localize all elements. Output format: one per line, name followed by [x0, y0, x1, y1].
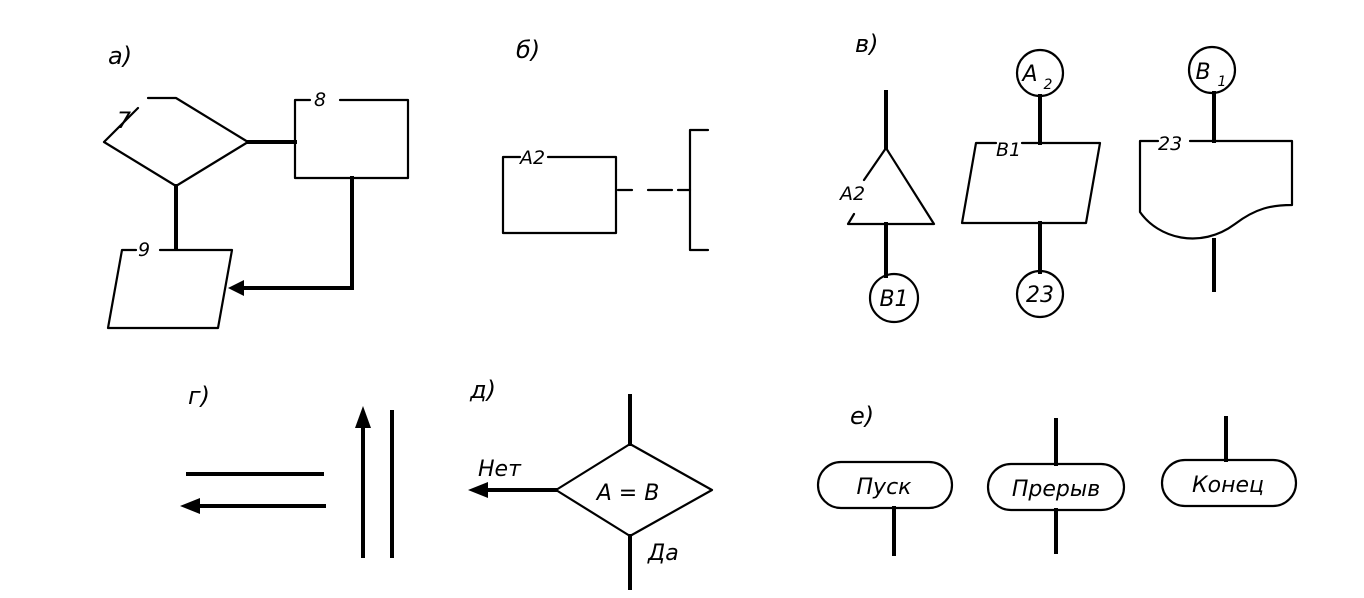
panel-g: г): [180, 382, 394, 558]
panel-b-letter: б): [516, 36, 540, 64]
connector-subscript: 2: [1044, 77, 1053, 93]
connector-label: 23: [1026, 283, 1054, 308]
process-box: [293, 98, 410, 180]
panel-d: д) А = В Нет Да: [468, 376, 714, 590]
terminal-label: Прерыв: [1012, 477, 1100, 502]
panel-a-letter: а): [108, 42, 132, 70]
document-label: 23: [1158, 133, 1182, 155]
arrow-head-icon: [228, 280, 244, 296]
no-label: Нет: [478, 457, 522, 482]
connector-circle: [1015, 269, 1065, 319]
panel-e-letter: е): [850, 402, 874, 430]
io-number: 9: [138, 239, 150, 261]
panel-d-letter: д): [469, 376, 496, 404]
io-parallelogram: [960, 141, 1102, 225]
panel-b: б) А2: [501, 36, 710, 252]
connector-subscript: 1: [1218, 74, 1227, 90]
comment-bracket: [688, 128, 710, 252]
panel-v: в) А2 В1 А 2 В1 23 В 1 23: [838, 30, 1294, 324]
io-label: В1: [996, 139, 1021, 161]
connector-label: А: [1020, 62, 1037, 87]
terminal-start: [816, 460, 954, 510]
connector-label: В: [1195, 60, 1210, 85]
arrow-up-icon: [355, 406, 371, 428]
io-parallelogram: [106, 248, 234, 330]
process-box: [501, 155, 618, 235]
triangle-symbol: [846, 146, 936, 226]
connector-label: В1: [879, 287, 908, 312]
triangle-label: А2: [838, 183, 865, 205]
panel-v-letter: в): [855, 30, 879, 58]
panel-g-letter: г): [188, 382, 210, 410]
terminal-label: Конец: [1192, 473, 1264, 498]
terminal-label: Пуск: [857, 475, 913, 500]
process-number: 8: [314, 89, 326, 111]
yes-label: Да: [647, 541, 679, 566]
panel-a: а) 7 8 9: [102, 42, 410, 330]
connector-circle: [868, 272, 920, 324]
terminal-end: [1160, 458, 1298, 508]
arrow-left-icon: [468, 482, 488, 498]
flow-line-arrow: [238, 176, 354, 290]
document-symbol: [1138, 139, 1294, 240]
panel-e: е) Пуск Прерыв Конец: [816, 402, 1298, 556]
decision-number: 7: [117, 109, 131, 134]
arrow-left-icon: [180, 498, 200, 514]
process-label: А2: [518, 147, 545, 169]
condition-label: А = В: [595, 481, 660, 506]
